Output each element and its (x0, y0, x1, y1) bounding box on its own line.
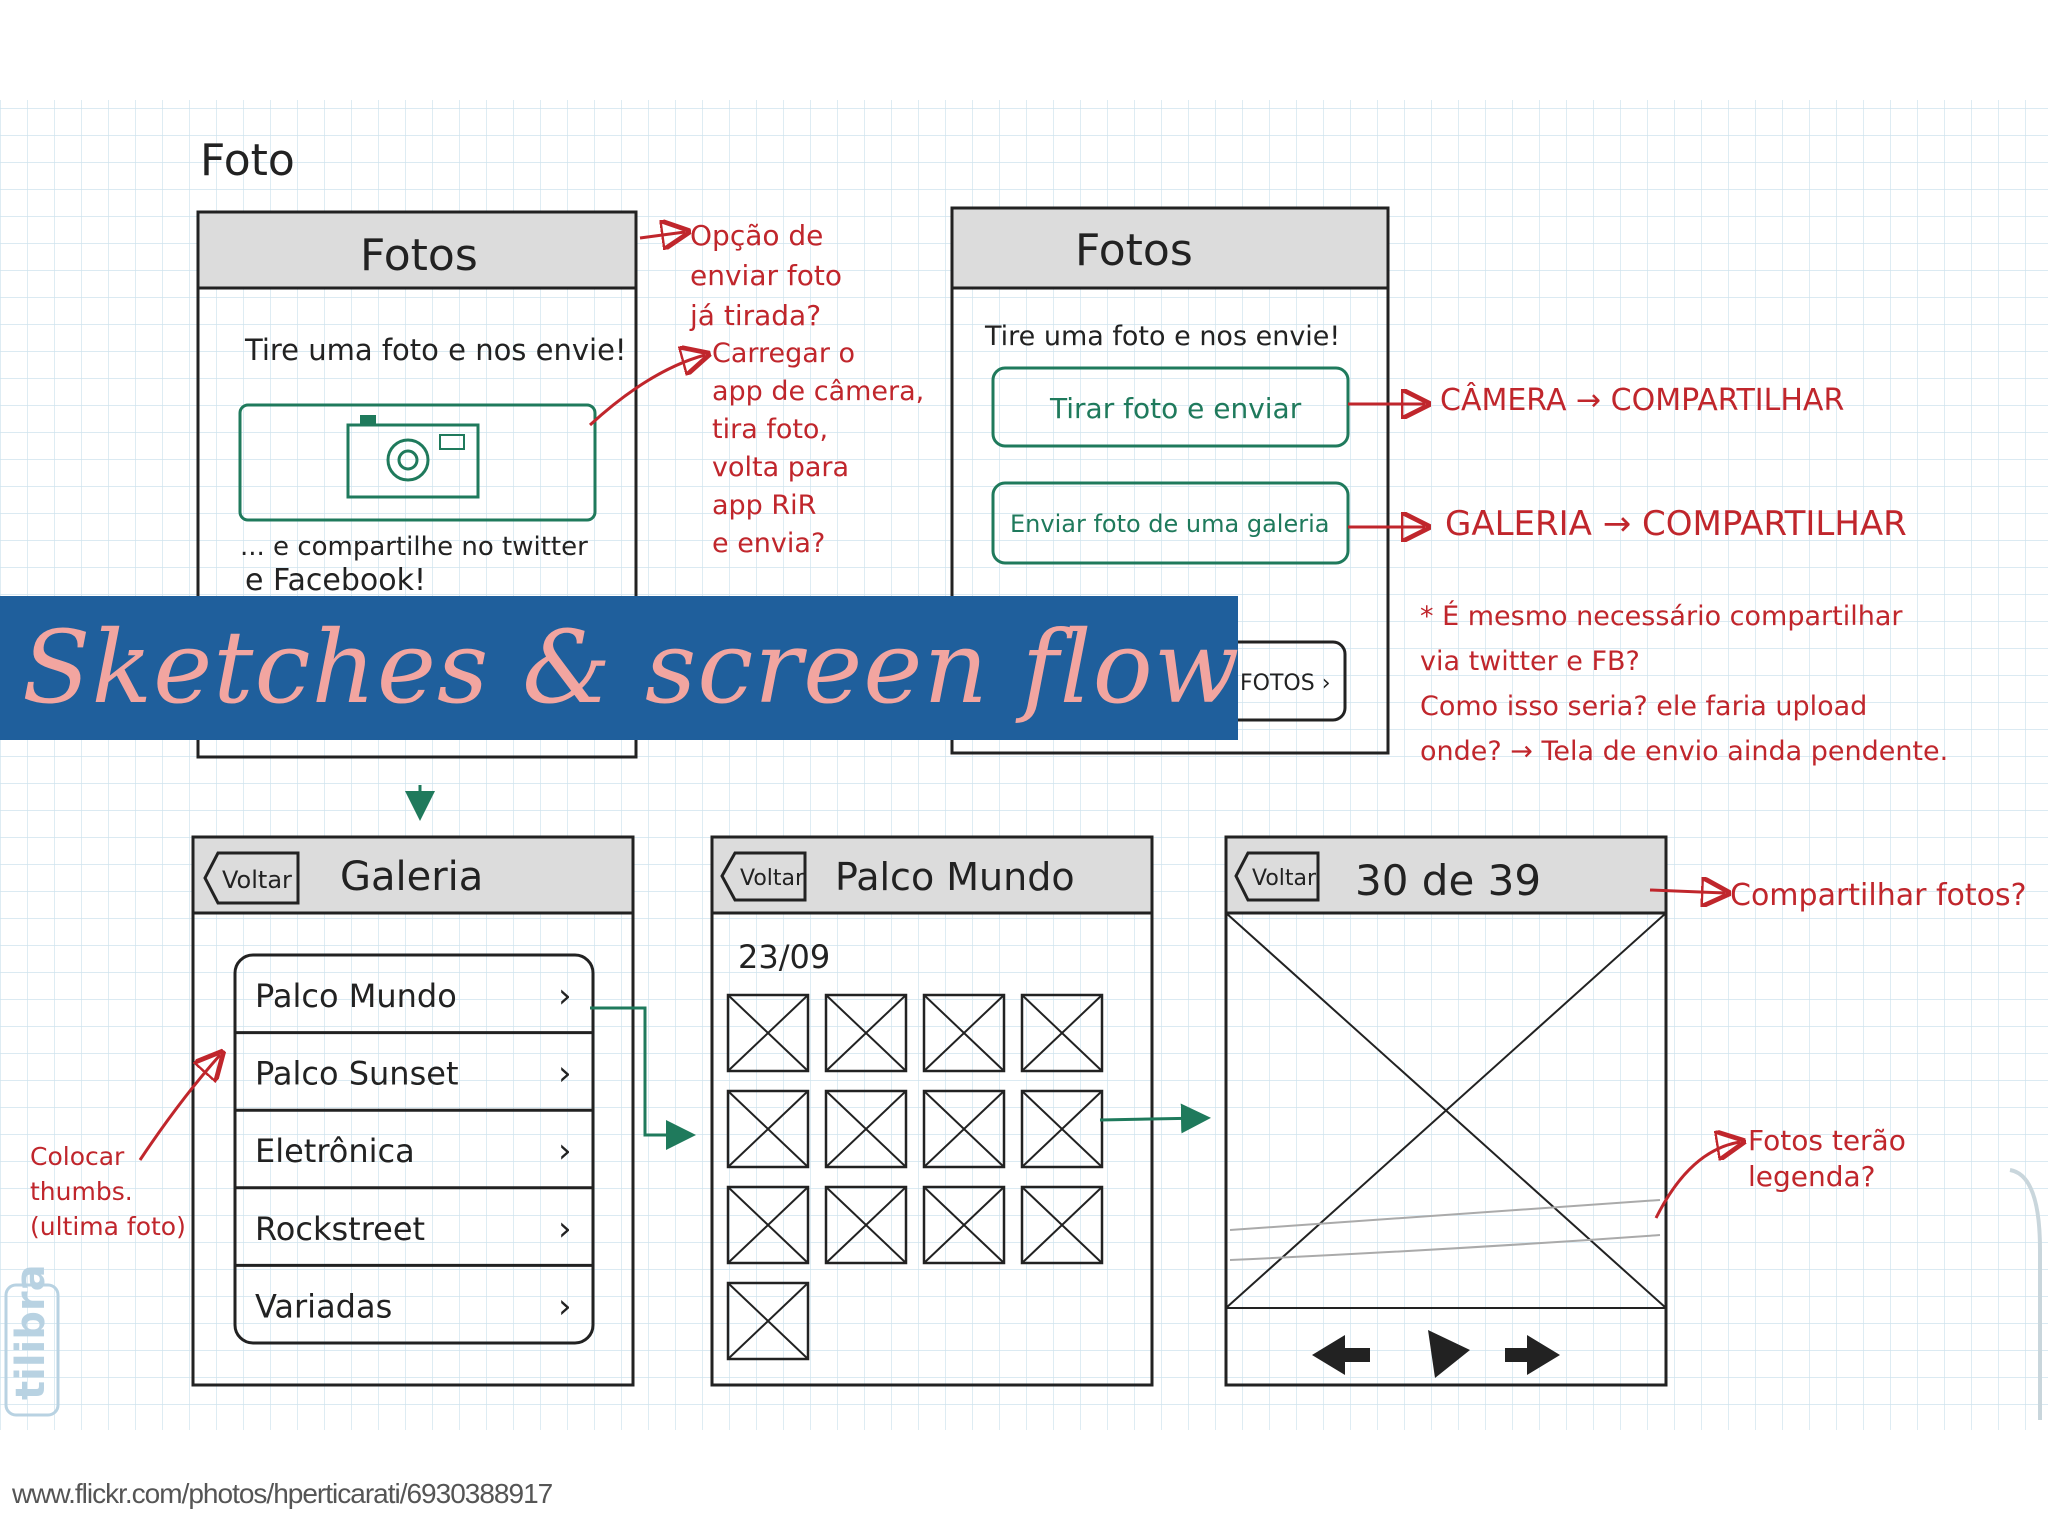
back-label: Voltar (222, 866, 292, 894)
note-line: Colocar (30, 1142, 125, 1171)
gallery-item-label: Palco Sunset (255, 1055, 458, 1093)
chevron-right-icon: › (558, 976, 572, 1016)
note-line: enviar foto (690, 259, 842, 292)
note-line: já tirada? (689, 299, 821, 332)
album-date: 23/09 (738, 938, 830, 976)
page-heading: Foto (200, 135, 295, 186)
flow-arrow-album-photo (1100, 1118, 1205, 1120)
chevron-right-icon: › (558, 1131, 572, 1171)
note-line: e envia? (712, 528, 825, 559)
source-url[interactable]: www.flickr.com/photos/hperticarati/69303… (12, 1478, 552, 1510)
screen1-share-1: ... e compartilhe no twitter (240, 532, 588, 562)
note-line: onde? → Tela de envio ainda pendente. (1420, 736, 1948, 767)
take-photo-label: Tirar foto e enviar (1049, 392, 1302, 425)
banner-title: Sketches & screen flow (22, 606, 1240, 730)
note-line: app RiR (712, 490, 816, 521)
note-line: legenda? (1748, 1160, 1876, 1193)
note-line: thumbs. (30, 1177, 133, 1206)
note-share-photos: Compartilhar fotos? (1730, 878, 2027, 913)
gallery-item-label: Eletrônica (255, 1132, 415, 1170)
note-line: volta para (712, 452, 849, 483)
gallery-item-label: Rockstreet (255, 1210, 425, 1248)
note-line: Fotos terão (1748, 1124, 1906, 1157)
chevron-right-icon: › (558, 1209, 572, 1249)
note-line: * É mesmo necessário compartilhar (1420, 600, 1903, 632)
flow-gallery-label: GALERIA → COMPARTILHAR (1445, 504, 1907, 544)
title-banner: Sketches & screen flow (0, 596, 1238, 740)
photo-counter: 30 de 39 (1355, 856, 1541, 905)
gallery-item-label: Palco Mundo (255, 977, 457, 1015)
chevron-right-icon: › (558, 1286, 572, 1326)
note-line: (ultima foto) (30, 1212, 186, 1241)
note-line: Opção de (690, 219, 823, 252)
back-label: Voltar (740, 866, 805, 891)
note-line: app de câmera, (712, 376, 924, 407)
screen1-title: Fotos (360, 230, 478, 281)
fotos-label: FOTOS › (1240, 671, 1331, 696)
screen2-title: Fotos (1075, 225, 1193, 276)
screen2-prompt: Tire uma foto e nos envie! (984, 321, 1340, 352)
note-line: Carregar o (712, 338, 855, 369)
chevron-right-icon: › (558, 1054, 572, 1094)
album-title: Palco Mundo (835, 855, 1075, 899)
gallery-item-label: Variadas (255, 1287, 392, 1325)
gallery-label: Enviar foto de uma galeria (1010, 510, 1329, 538)
back-label: Voltar (1252, 866, 1317, 891)
note-line: tira foto, (712, 414, 828, 445)
tilibra-logo-text: tilibra (8, 1264, 54, 1400)
flow-camera-label: CÂMERA → COMPARTILHAR (1440, 382, 1844, 418)
screen1-share-2: e Facebook! (245, 563, 426, 598)
note-line: via twitter e FB? (1420, 646, 1640, 677)
galeria-title: Galeria (340, 854, 483, 900)
screen1-prompt: Tire uma foto e nos envie! (244, 333, 627, 367)
note-option-already-taken: Opção de enviar foto já tirada? (689, 219, 842, 332)
note-line: Como isso seria? ele faria upload (1420, 691, 1867, 722)
